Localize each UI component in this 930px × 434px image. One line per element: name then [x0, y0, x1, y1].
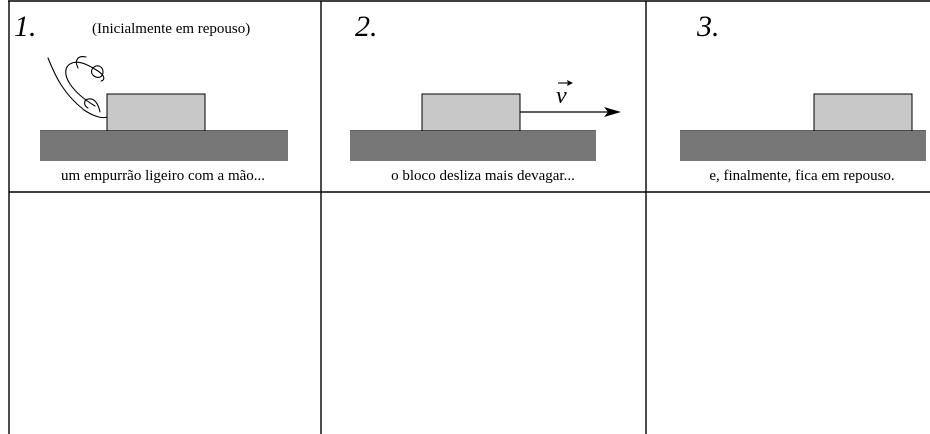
- panel-3-number: 3.: [696, 10, 720, 43]
- velocity-vector-mark-icon: [558, 80, 573, 86]
- panel-2-number: 2.: [355, 10, 378, 43]
- panel-1-number: 1.: [14, 10, 37, 43]
- panel-1-block: [106, 93, 206, 132]
- panel-1-note: (Inicialmente em repouso): [92, 21, 250, 37]
- panel-3-block: [813, 93, 913, 132]
- panel-1: 1. (Inicialmente em repouso) um empurrão…: [14, 10, 288, 184]
- panel-2-caption: o bloco desliza mais devagar...: [391, 168, 575, 184]
- panel-1-ground: [40, 131, 288, 161]
- panel-3: 3. e, finalmente, fica em repouso.: [680, 10, 926, 184]
- panel-2: 2. v o bloco desliza mais devagar...: [350, 10, 621, 184]
- panel-2-block: [421, 93, 521, 132]
- panel-1-caption: um empurrão ligeiro com a mão...: [61, 168, 265, 184]
- hand-icon: [47, 56, 108, 119]
- panel-3-ground: [680, 131, 926, 161]
- panel-2-ground: [350, 131, 596, 161]
- velocity-arrow-head: [604, 107, 621, 117]
- panel-3-caption: e, finalmente, fica em repouso.: [709, 168, 894, 184]
- grid-lines: [8, 0, 930, 434]
- velocity-label: v: [556, 83, 567, 109]
